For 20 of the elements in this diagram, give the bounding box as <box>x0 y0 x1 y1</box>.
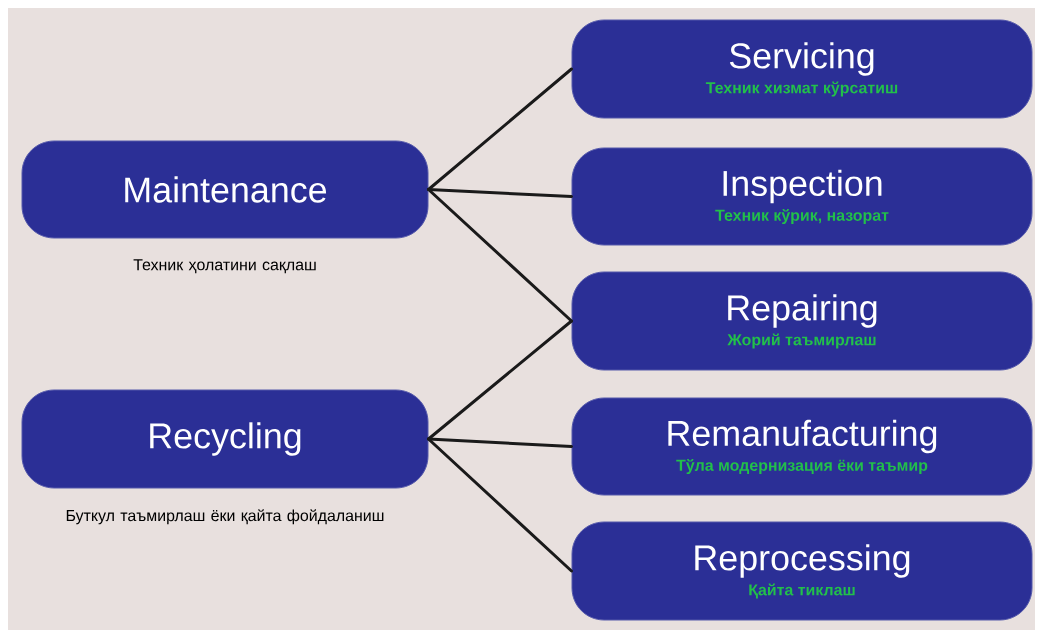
connector-line <box>427 437 573 448</box>
box-title: Recycling <box>150 422 301 456</box>
box-title: Remanufacturing <box>668 419 937 454</box>
box-subtitle: Қайта тиклаш <box>749 583 855 599</box>
box-title: Reprocessing <box>695 544 910 578</box>
caption-text: Буткул таъмирлаш ёки қайта фойдаланиш <box>66 509 384 525</box>
box-title: Repairing <box>728 294 877 328</box>
box-title: Servicing <box>729 42 874 76</box>
box-subtitle: Тўла модернизация ёки таъмир <box>676 458 928 475</box>
box-subtitle: Техник кўрик, назорат <box>715 208 889 225</box>
box-subtitle: Жорий таъмирлаш <box>727 333 876 349</box>
connector-line <box>427 437 573 573</box>
connector-line <box>427 188 573 198</box>
connector-line <box>427 319 573 441</box>
connector-line <box>427 67 573 191</box>
box-title: Inspection <box>723 169 882 204</box>
box-title: Maintenance <box>125 176 327 203</box>
connector-line <box>427 188 573 323</box>
box-subtitle: Техник хизмат кўрсатиш <box>705 81 898 97</box>
caption-text: Техник ҳолатини сақлаш <box>133 259 316 274</box>
